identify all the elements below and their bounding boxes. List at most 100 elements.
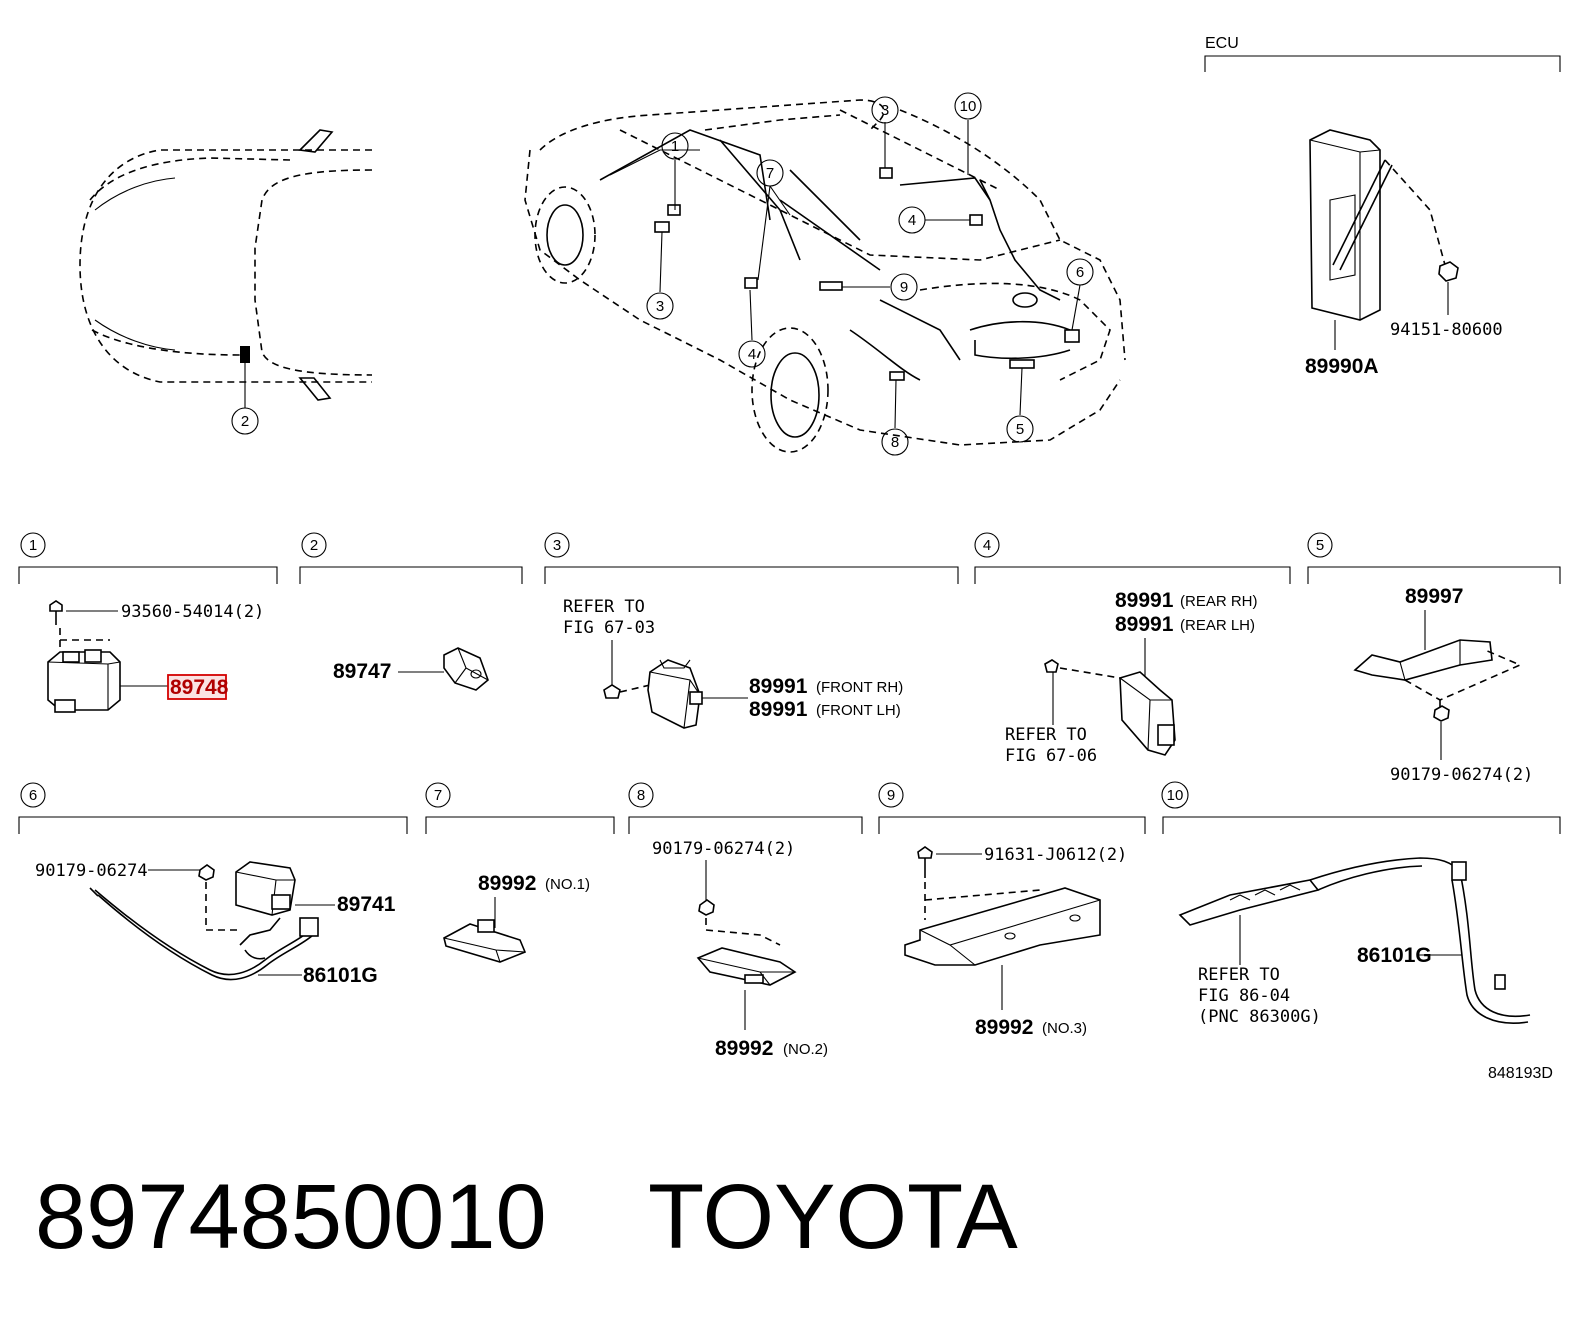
section-5-header: 5 xyxy=(1307,532,1561,584)
s5-nut-label: 90179-06274(2) xyxy=(1390,765,1533,785)
svg-text:6: 6 xyxy=(1076,264,1084,281)
callout-8: 8 xyxy=(881,428,909,456)
s8-part-note: (NO.2) xyxy=(783,1041,828,1058)
ecu-nut-label: 94151-80600 xyxy=(1390,320,1503,340)
section-10-header: 10 xyxy=(1161,781,1561,834)
callout-4b: 4 xyxy=(738,340,766,368)
s7-part-label: 89992 xyxy=(478,872,536,895)
s1-part-highlight xyxy=(167,674,227,700)
section-headers-row2: 6 7 8 9 10 xyxy=(18,781,1561,834)
callout-1: 1 xyxy=(661,132,689,160)
svg-text:9: 9 xyxy=(887,787,895,804)
section-2: 89747 xyxy=(333,647,489,691)
section-6: 90179-06274 89741 86101G xyxy=(35,861,396,987)
s3-part2-note: (FRONT LH) xyxy=(816,702,901,719)
s4-part2-label: 89991 xyxy=(1115,613,1174,636)
s3-part1-label: 89991 xyxy=(749,675,808,698)
svg-text:8: 8 xyxy=(637,787,645,804)
svg-text:1: 1 xyxy=(671,138,679,155)
section-8-header: 8 xyxy=(628,782,863,834)
s9-part-note: (NO.3) xyxy=(1042,1020,1087,1037)
callout-9: 9 xyxy=(890,273,918,301)
s10-refer-1: REFER TO xyxy=(1198,965,1280,985)
callout-7: 7 xyxy=(756,159,784,187)
ecu-label: ECU xyxy=(1205,35,1239,52)
section-9-header: 9 xyxy=(878,782,1146,834)
svg-text:8: 8 xyxy=(891,434,899,451)
s10-refer-3: (PNC 86300G) xyxy=(1198,1007,1321,1027)
s1-screw-label: 93560-54014(2) xyxy=(121,602,264,622)
car-perspective-view xyxy=(524,99,1126,453)
car-front-view xyxy=(79,129,373,408)
section-9: 91631-J0612(2) 89992 (NO.3) xyxy=(904,845,1127,1039)
s6-part1-label: 89741 xyxy=(337,893,396,916)
section-2-header: 2 xyxy=(299,532,523,584)
s8-part-label: 89992 xyxy=(715,1037,773,1060)
callout-3a: 3 xyxy=(871,96,899,124)
svg-text:4: 4 xyxy=(983,537,991,554)
svg-text:3: 3 xyxy=(656,298,664,315)
svg-text:7: 7 xyxy=(434,787,442,804)
svg-text:10: 10 xyxy=(1167,787,1184,804)
svg-text:5: 5 xyxy=(1016,421,1024,438)
ecu-part-label: 89990A xyxy=(1305,355,1379,378)
section-1: 93560-54014(2) 89748 xyxy=(47,600,264,713)
ecu-group: ECU 94151-80600 89990A xyxy=(1204,35,1561,378)
s9-screw-label: 91631-J0612(2) xyxy=(984,845,1127,865)
section-7: 89992 (NO.1) xyxy=(443,872,590,963)
svg-text:1: 1 xyxy=(29,537,37,554)
svg-text:4: 4 xyxy=(908,212,916,229)
s8-nut-label: 90179-06274(2) xyxy=(652,839,795,859)
s3-part1-note: (FRONT RH) xyxy=(816,679,903,696)
s3-part2-label: 89991 xyxy=(749,698,808,721)
s10-part-label: 86101G xyxy=(1357,944,1432,967)
svg-text:3: 3 xyxy=(553,537,561,554)
s6-nut-label: 90179-06274 xyxy=(35,861,148,881)
s4-refer-2: FIG 67-06 xyxy=(1005,746,1097,766)
s4-part1-note: (REAR RH) xyxy=(1180,593,1258,610)
footer-brand: TOYOTA xyxy=(648,1166,1018,1268)
section-8: 90179-06274(2) 89992 (NO.2) xyxy=(652,839,828,1060)
callout-circles-top: 1 2 3 3 4 4 5 6 7 8 9 10 xyxy=(231,92,1094,456)
svg-text:3: 3 xyxy=(881,102,889,119)
callout-10: 10 xyxy=(954,92,982,120)
s9-part-label: 89992 xyxy=(975,1016,1033,1039)
s10-refer-2: FIG 86-04 xyxy=(1198,986,1290,1006)
section-6-header: 6 xyxy=(18,782,408,834)
callout-6: 6 xyxy=(1066,258,1094,286)
section-5: 89997 90179-06274(2) xyxy=(1353,585,1533,785)
section-7-header: 7 xyxy=(425,782,615,834)
svg-text:6: 6 xyxy=(29,787,37,804)
section-10: REFER TO FIG 86-04 (PNC 86300G) 86101G xyxy=(1178,857,1531,1027)
s4-refer-1: REFER TO xyxy=(1005,725,1087,745)
svg-text:5: 5 xyxy=(1316,537,1324,554)
s1-part-label: 89748 xyxy=(170,676,229,699)
section-1-header: 1 xyxy=(18,532,278,584)
section-headers-row1: 1 2 3 4 5 xyxy=(18,532,1561,584)
s7-part-note: (NO.1) xyxy=(545,876,590,893)
s4-part2-note: (REAR LH) xyxy=(1180,617,1255,634)
svg-text:7: 7 xyxy=(766,165,774,182)
svg-text:2: 2 xyxy=(241,413,249,430)
section-4: 89991 (REAR RH) 89991 (REAR LH) REFER TO… xyxy=(1005,589,1258,766)
callout-4a: 4 xyxy=(898,206,926,234)
svg-text:2: 2 xyxy=(310,537,318,554)
s4-part1-label: 89991 xyxy=(1115,589,1174,612)
s3-refer-1: REFER TO xyxy=(563,597,645,617)
sensor-marker-2 xyxy=(240,346,250,363)
callout-3b: 3 xyxy=(646,292,674,320)
callout-2: 2 xyxy=(231,407,259,435)
section-3: REFER TO FIG 67-03 89991 (FRONT RH) 8999… xyxy=(563,597,903,729)
s6-part2-label: 86101G xyxy=(303,964,378,987)
callout-5: 5 xyxy=(1006,415,1034,443)
svg-text:4: 4 xyxy=(748,346,756,363)
section-3-header: 3 xyxy=(544,532,959,584)
s3-refer-2: FIG 67-03 xyxy=(563,618,655,638)
s2-part-label: 89747 xyxy=(333,660,391,683)
figure-id: 848193D xyxy=(1488,1065,1553,1082)
svg-text:9: 9 xyxy=(900,279,908,296)
section-4-header: 4 xyxy=(974,532,1291,584)
svg-text:10: 10 xyxy=(960,98,977,115)
footer-part-number: 8974850010 xyxy=(35,1166,547,1268)
